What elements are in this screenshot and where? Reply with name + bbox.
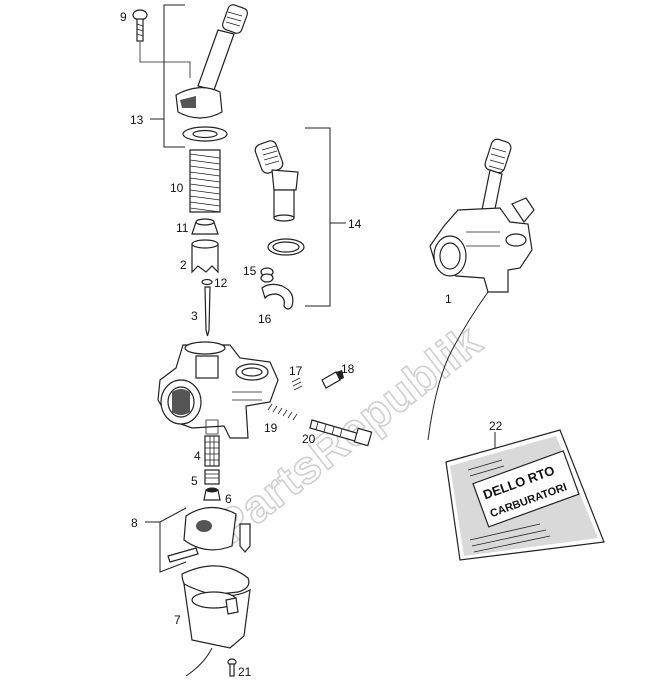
label-15: 15	[243, 264, 257, 278]
label-1: 1	[445, 292, 452, 306]
part-4-emulsion-tube	[204, 435, 220, 467]
part-7-float-bowl	[181, 565, 251, 677]
label-3: 3	[191, 309, 198, 323]
part-3-needle	[204, 286, 211, 337]
label-6: 6	[225, 492, 232, 506]
label-21: 21	[238, 665, 252, 679]
part-9-screw	[132, 9, 148, 42]
label-12: 12	[214, 276, 228, 290]
part-11-retainer	[191, 218, 219, 235]
bracket-8	[159, 507, 187, 573]
label-4: 4	[194, 449, 201, 463]
carburetor-body	[157, 341, 279, 439]
part-21-screw	[227, 658, 237, 677]
part-17-spring	[291, 377, 303, 391]
label-7: 7	[174, 613, 181, 627]
label-9: 9	[120, 10, 127, 24]
part-13-cable-top	[175, 4, 249, 142]
label-10: 10	[170, 181, 184, 195]
part-14-choke	[254, 140, 305, 256]
bracket-13	[163, 4, 185, 148]
part-8-float	[167, 506, 251, 563]
part-12-clip	[201, 278, 213, 286]
part-15-16-spring-clip	[260, 267, 294, 310]
label-22: 22	[489, 419, 503, 433]
label-18: 18	[341, 362, 355, 376]
label-2: 2	[180, 258, 187, 272]
part-19-spring	[267, 403, 298, 421]
part-5-jet	[204, 469, 220, 485]
leader-9	[139, 42, 191, 78]
label-14: 14	[348, 217, 362, 231]
label-8: 8	[131, 516, 138, 530]
part-18-screw	[321, 370, 344, 389]
label-20: 20	[302, 432, 316, 446]
part-20-screw	[309, 419, 373, 447]
label-16: 16	[258, 312, 272, 326]
label-5: 5	[191, 474, 198, 488]
part-22-manual: DELLO RTO CARBURATORI	[445, 429, 605, 561]
part-6-nut	[203, 487, 221, 501]
part-10-spring	[189, 149, 221, 213]
label-13: 13	[130, 113, 144, 127]
label-19: 19	[264, 421, 278, 435]
label-11: 11	[176, 221, 189, 235]
part-1-carburetor-assembly	[427, 138, 535, 441]
part-2-slide	[191, 239, 219, 274]
bracket-14	[305, 127, 331, 307]
label-17: 17	[289, 364, 303, 378]
